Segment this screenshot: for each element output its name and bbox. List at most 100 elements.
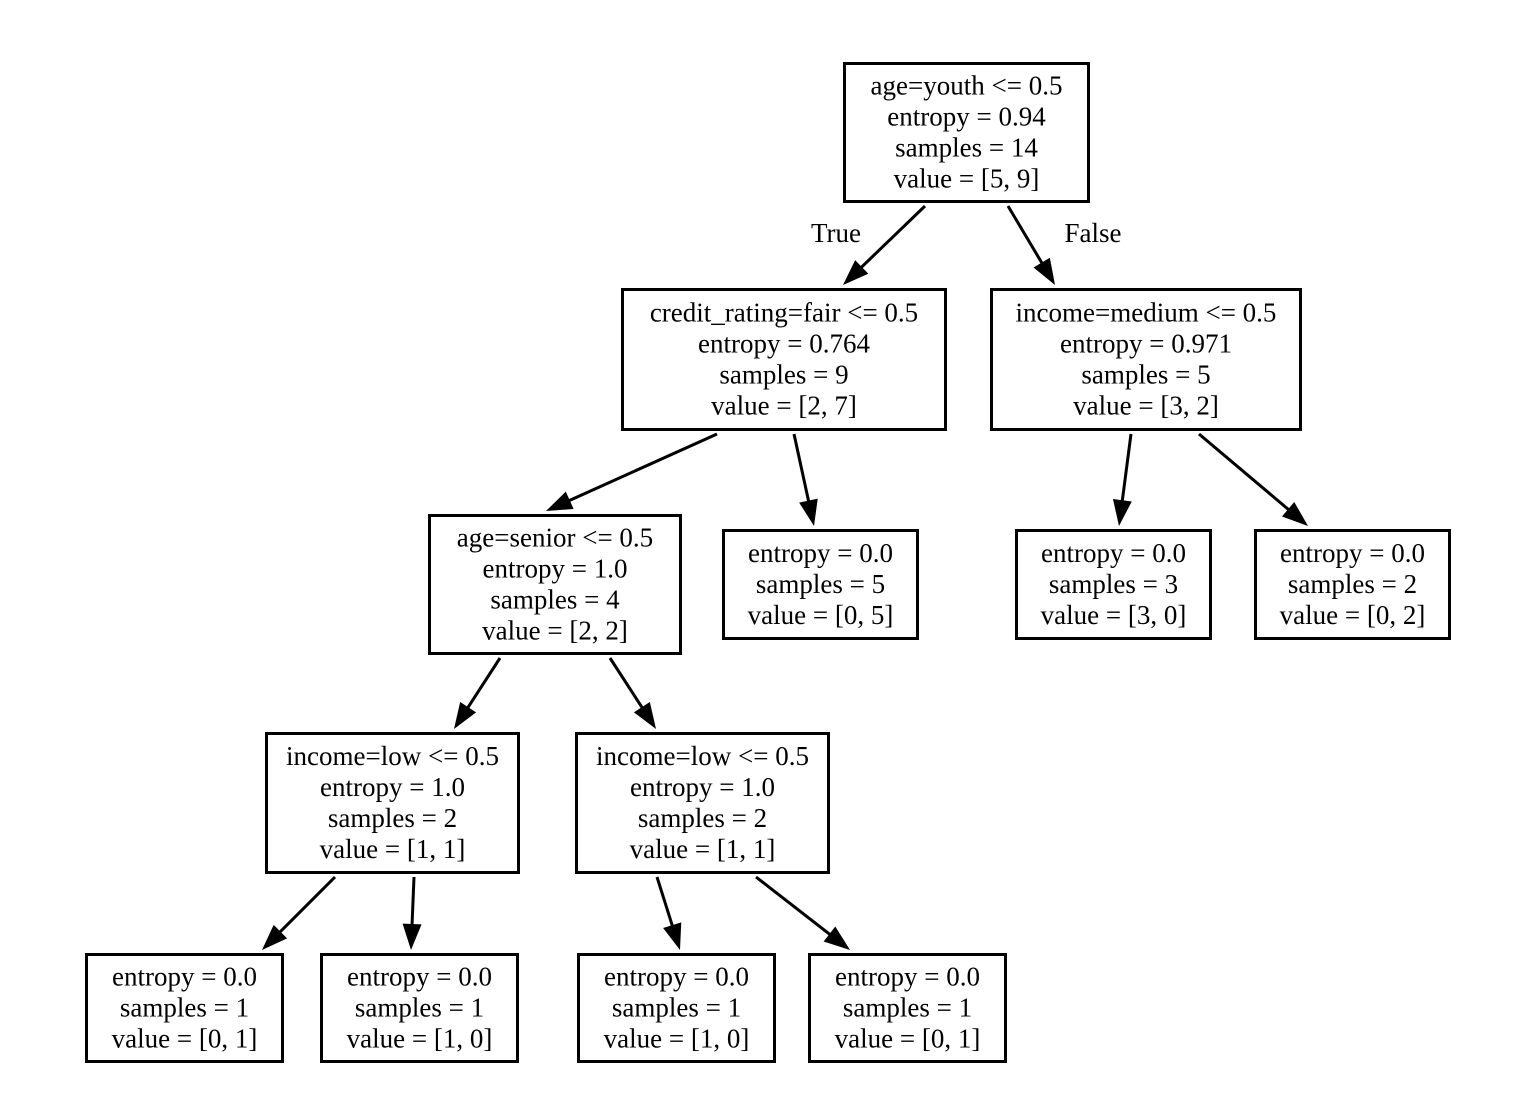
tree-edge-false <box>402 876 422 950</box>
node-text-line: value = [1, 1] <box>630 834 776 864</box>
edge-label-false: False <box>1065 218 1122 248</box>
node-text-line: entropy = 0.0 <box>604 962 749 992</box>
edge-line <box>792 433 811 505</box>
edge-line <box>655 876 675 930</box>
edge-arrowhead-icon <box>799 498 818 526</box>
tree-edge-false <box>792 433 818 526</box>
edge-line <box>276 875 337 936</box>
node-text-line: samples = 9 <box>719 360 848 390</box>
node-box <box>843 62 1090 203</box>
node-text-line: value = [3, 2] <box>1073 391 1219 421</box>
node-text-line: value = [0, 2] <box>1280 600 1426 630</box>
node-text-line: entropy = 0.764 <box>698 329 870 359</box>
node-text-line: value = [5, 9] <box>894 164 1040 194</box>
node-text-line: value = [2, 2] <box>482 616 628 646</box>
node-text-line: samples = 4 <box>490 585 620 615</box>
edge-arrowhead-icon <box>1282 501 1308 526</box>
node-text-line: age=senior <= 0.5 <box>457 523 653 553</box>
node-text-line: entropy = 0.971 <box>1060 329 1232 359</box>
node-text-line: entropy = 0.94 <box>887 102 1046 132</box>
edge-line <box>608 657 646 712</box>
edge-arrowhead-icon <box>262 924 288 950</box>
node-text-line: value = [0, 5] <box>748 600 894 630</box>
edge-arrowhead-icon <box>1033 257 1055 285</box>
node-text-line: entropy = 1.0 <box>320 772 465 802</box>
edge-line <box>755 875 834 938</box>
node-text-line: samples = 1 <box>120 993 249 1023</box>
node-text-line: value = [1, 1] <box>320 834 466 864</box>
edge-line <box>464 657 502 712</box>
edge-arrowhead-icon <box>633 702 656 729</box>
edge-arrowhead-icon <box>402 923 422 950</box>
node-text-line: value = [2, 7] <box>711 391 857 421</box>
node-text-line: samples = 1 <box>355 993 484 1023</box>
tree-edges-layer <box>262 204 1308 950</box>
node-text-line: value = [3, 0] <box>1041 600 1187 630</box>
node-text-line: entropy = 0.0 <box>112 962 257 992</box>
edge-arrowhead-icon <box>546 491 574 511</box>
tree-edge-true <box>655 876 682 950</box>
edge-line <box>857 204 927 271</box>
tree-edge-true <box>843 204 927 285</box>
node-box <box>990 288 1302 431</box>
node-box <box>320 953 519 1063</box>
node-text-line: samples = 1 <box>843 993 972 1023</box>
edge-arrowhead-icon <box>454 702 477 729</box>
node-text-line: entropy = 0.0 <box>835 962 980 992</box>
node-text-line: value = [0, 1] <box>835 1024 981 1054</box>
node-box <box>722 529 919 640</box>
tree-edge-false <box>1006 205 1055 285</box>
node-text-line: samples = 5 <box>756 569 885 599</box>
edge-line <box>565 432 718 504</box>
node-text-line: entropy = 1.0 <box>483 554 628 584</box>
node-box <box>1015 529 1212 640</box>
node-box <box>428 514 682 655</box>
edge-arrowhead-icon <box>663 922 682 950</box>
node-box <box>575 732 830 874</box>
node-text-line: entropy = 0.0 <box>1041 538 1186 568</box>
node-box <box>621 288 947 431</box>
edge-arrowhead-icon <box>1112 498 1132 526</box>
edge-line <box>1198 432 1293 513</box>
node-text-line: income=low <= 0.5 <box>596 741 809 771</box>
node-text-line: samples = 2 <box>638 803 767 833</box>
edge-line <box>1006 205 1046 267</box>
edge-label-true: True <box>811 218 861 248</box>
node-text-line: samples = 1 <box>612 993 741 1023</box>
node-text-line: age=youth <= 0.5 <box>871 71 1063 101</box>
node-text-line: samples = 14 <box>895 133 1038 163</box>
node-box <box>1254 529 1451 640</box>
node-text-line: value = [1, 0] <box>347 1024 493 1054</box>
edge-line <box>410 876 416 929</box>
node-text-line: entropy = 0.0 <box>748 538 893 568</box>
node-text-line: credit_rating=fair <= 0.5 <box>650 298 918 328</box>
node-text-line: samples = 2 <box>328 803 457 833</box>
node-text-line: samples = 3 <box>1049 569 1178 599</box>
edge-arrowhead-icon <box>843 260 869 285</box>
tree-edge-false <box>755 875 850 950</box>
node-box <box>85 953 284 1063</box>
node-box <box>808 953 1007 1063</box>
node-text-line: samples = 2 <box>1288 569 1417 599</box>
node-box <box>265 732 520 874</box>
node-text-line: income=medium <= 0.5 <box>1016 298 1277 328</box>
node-text-line: entropy = 0.0 <box>347 962 492 992</box>
node-text-line: entropy = 1.0 <box>630 772 775 802</box>
edge-line <box>1120 433 1133 505</box>
tree-edge-true <box>262 875 337 950</box>
